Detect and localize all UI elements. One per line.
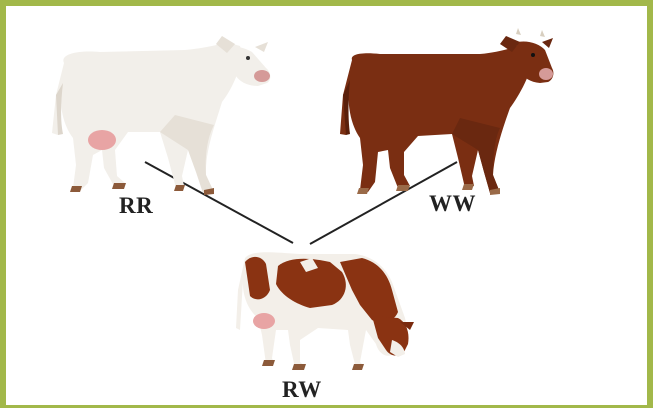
cross-line-left [145, 162, 293, 243]
genotype-label-rw: RW [282, 377, 322, 403]
genotype-label-ww: WW [429, 191, 476, 217]
genotype-label-rr: RR [119, 193, 153, 219]
red-cow-illustration [340, 28, 553, 195]
roan-cow-illustration [236, 252, 414, 370]
